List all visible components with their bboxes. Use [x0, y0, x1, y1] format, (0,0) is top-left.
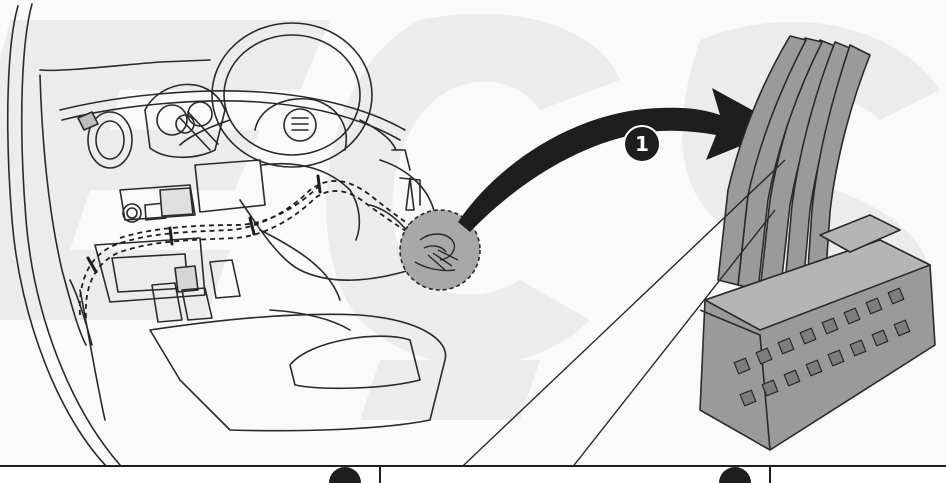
bottom-badge	[329, 467, 361, 483]
floor-mat	[149, 313, 447, 432]
car-interior-drawing	[6, 3, 447, 471]
start-button	[122, 203, 142, 223]
callout-number: 1	[635, 132, 649, 156]
pedal	[181, 287, 213, 321]
door-frame	[6, 5, 111, 471]
obd-connector-icon	[699, 35, 936, 451]
bottom-badge	[719, 467, 751, 483]
pointer-lines	[444, 159, 786, 483]
callout-badge: 1	[623, 125, 661, 163]
cable-route	[78, 180, 436, 319]
pedal	[151, 282, 183, 323]
bottom-panel	[0, 465, 946, 483]
instrument-cluster	[144, 83, 226, 159]
dashboard-top	[59, 90, 406, 131]
steering-wheel-icon	[175, 22, 397, 168]
curved-arrow-icon	[458, 88, 785, 232]
cable-ties	[86, 174, 322, 274]
air-vent-left	[87, 111, 133, 169]
pedal	[209, 259, 241, 299]
magnify-circle-icon	[399, 209, 481, 291]
